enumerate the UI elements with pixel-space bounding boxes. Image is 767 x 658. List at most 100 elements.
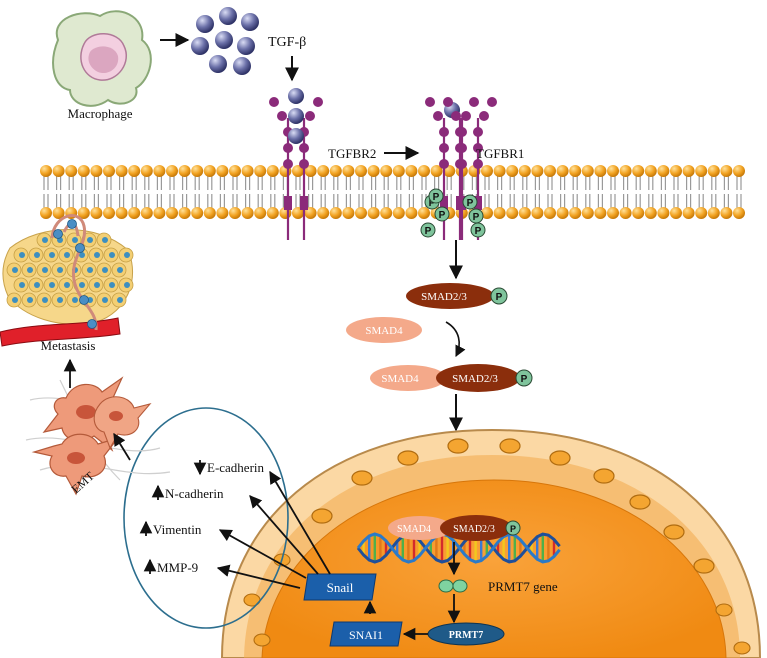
lipid-head bbox=[216, 165, 229, 177]
lipid-head bbox=[128, 207, 141, 219]
tgf-beta-ligand bbox=[215, 31, 233, 49]
lipid-head bbox=[229, 207, 241, 219]
receptor-phosphate bbox=[428, 188, 444, 204]
lipid-head bbox=[506, 165, 519, 177]
receptor-phosphate bbox=[420, 222, 436, 238]
arrow-snail-to-vimentin bbox=[218, 529, 307, 579]
smad23-phosphate bbox=[490, 287, 508, 305]
nuclear-pore bbox=[715, 603, 733, 617]
arrow-snail-to-ncadherin bbox=[249, 495, 319, 575]
lipid-head bbox=[556, 207, 569, 219]
snail-label: Snail bbox=[327, 580, 354, 595]
tumor-cell-nucleus bbox=[109, 282, 115, 288]
tgf-beta-ligand bbox=[196, 15, 214, 33]
receptors bbox=[269, 88, 497, 240]
receptor-domain bbox=[473, 127, 483, 137]
metastasis-tumor bbox=[0, 214, 134, 347]
receptor-domain bbox=[283, 159, 293, 169]
nuclear-pore bbox=[351, 470, 373, 486]
lipid-head bbox=[657, 165, 670, 177]
lipid-head bbox=[153, 207, 166, 219]
lipid-head bbox=[493, 207, 506, 219]
dna-strand bbox=[356, 532, 561, 564]
lipid-head bbox=[203, 207, 216, 219]
receptor-domain bbox=[451, 111, 461, 121]
tumor-cell-nucleus bbox=[102, 237, 108, 243]
lipid-head bbox=[632, 207, 645, 219]
receptor-domain bbox=[433, 111, 443, 121]
receptor-domain bbox=[457, 127, 467, 137]
lipid-head bbox=[518, 165, 531, 177]
nuclear-pore bbox=[629, 494, 651, 510]
lipid-head bbox=[569, 165, 582, 177]
emt-cells bbox=[25, 376, 171, 496]
lipid-head bbox=[241, 165, 254, 177]
lipid-head bbox=[380, 207, 393, 219]
receptor-domain bbox=[313, 97, 323, 107]
lipid-head bbox=[695, 207, 708, 219]
complex-smad4-label: SMAD4 bbox=[381, 373, 419, 385]
lipid-head bbox=[153, 165, 166, 177]
lipid-head bbox=[355, 207, 367, 219]
lipid-head bbox=[191, 165, 204, 177]
snai1-box bbox=[329, 621, 403, 647]
complex-smad23-label: SMAD2/3 bbox=[452, 373, 498, 385]
nuclear-pore bbox=[253, 633, 271, 647]
nuclear-pore bbox=[311, 508, 333, 524]
marker-label: Vimentin bbox=[153, 522, 202, 537]
smad23-phospho bbox=[406, 283, 494, 309]
smad23-label: SMAD2/3 bbox=[421, 291, 467, 303]
lipid-head bbox=[405, 207, 418, 219]
lipid-head bbox=[506, 207, 519, 219]
lipid-head bbox=[619, 165, 632, 177]
cell-membrane bbox=[40, 165, 745, 219]
smad23-phosphate-label: P bbox=[496, 292, 503, 303]
migrating-cell bbox=[67, 219, 77, 229]
emt-markers-circle bbox=[123, 407, 289, 629]
tumor-cell-nucleus bbox=[87, 237, 93, 243]
lipid-head bbox=[178, 207, 191, 219]
lipid-head bbox=[128, 165, 141, 177]
tumor-cell-nucleus bbox=[57, 267, 63, 273]
lipid-head bbox=[644, 207, 657, 219]
receptor-domain bbox=[425, 97, 435, 107]
lipid-head bbox=[544, 165, 556, 177]
lipid-head bbox=[342, 207, 355, 219]
tgf-beta-label: TGF-β bbox=[268, 35, 306, 50]
nuclear-smad4 bbox=[388, 516, 452, 540]
receptor-phosphate-label: P bbox=[475, 226, 482, 237]
lipid-head bbox=[707, 207, 720, 219]
tumor-cell-nucleus bbox=[72, 237, 78, 243]
lipid-head bbox=[569, 207, 582, 219]
arrow-markers-to-emt bbox=[113, 432, 131, 461]
lipid-head bbox=[481, 207, 493, 219]
marker-label: N-cadherin bbox=[165, 486, 224, 501]
tumor-cell-nucleus bbox=[79, 282, 85, 288]
lipid-head bbox=[720, 165, 733, 177]
tumor-cell-nucleus bbox=[49, 252, 55, 258]
tgf-beta-ligand bbox=[233, 57, 251, 75]
lipid-head bbox=[531, 207, 544, 219]
tgfbr1-label: TGFBR1 bbox=[476, 146, 524, 161]
tgf-beta-ligand bbox=[219, 7, 237, 25]
receptor-domain bbox=[443, 97, 453, 107]
tgfbr2-receptor bbox=[269, 88, 323, 240]
lipid-head bbox=[657, 207, 670, 219]
receptor-kinase-block bbox=[474, 196, 482, 210]
receptor-phosphate-label: P bbox=[429, 198, 436, 209]
tumor-cell-nucleus bbox=[109, 252, 115, 258]
nuclear-pore bbox=[663, 524, 685, 540]
receptor-domain bbox=[487, 97, 497, 107]
nuclear-phosphate-label: P bbox=[510, 524, 516, 534]
receptor-domain bbox=[469, 97, 479, 107]
lipid-head bbox=[733, 165, 745, 177]
receptor-domain bbox=[439, 159, 449, 169]
receptor-phosphate-label: P bbox=[425, 226, 432, 237]
migrating-cell bbox=[75, 243, 85, 253]
receptor-domain bbox=[277, 111, 287, 121]
bound-ligand bbox=[288, 88, 304, 104]
smad4-label: SMAD4 bbox=[365, 325, 403, 337]
